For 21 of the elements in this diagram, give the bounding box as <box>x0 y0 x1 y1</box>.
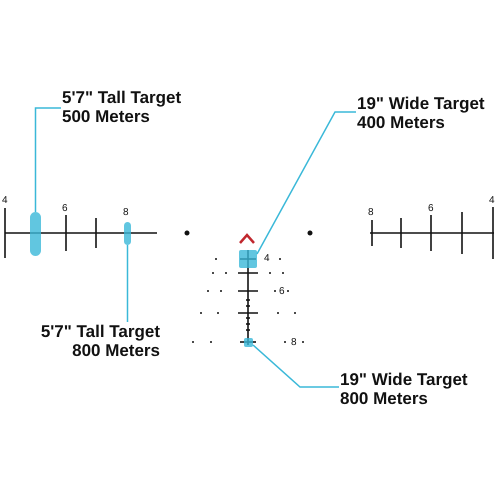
callout-text: 5'7" Tall Target 800 Meters <box>40 322 160 360</box>
scale-number: 8 <box>368 207 374 218</box>
leader-line <box>126 245 128 322</box>
scale-number: 4 <box>264 253 270 264</box>
target-mark <box>239 250 257 268</box>
scale-number: 8 <box>291 337 297 348</box>
scale-number: 4 <box>2 195 8 206</box>
callout-text: 5'7" Tall Target 500 Meters <box>62 88 212 126</box>
leader-line <box>256 111 356 254</box>
leader-line <box>34 107 61 212</box>
callout-text: 19" Wide Target 800 Meters <box>340 370 490 408</box>
target-mark <box>244 338 253 347</box>
leader-line <box>252 344 339 388</box>
scale-number: 6 <box>428 203 434 214</box>
target-bar <box>124 222 131 245</box>
scale-number: 6 <box>62 203 68 214</box>
callout-text: 19" Wide Target 400 Meters <box>357 94 497 132</box>
target-bar <box>30 212 41 256</box>
scale-number: 6 <box>279 286 285 297</box>
scale-number: 4 <box>489 195 495 206</box>
scale-number: 8 <box>123 207 129 218</box>
